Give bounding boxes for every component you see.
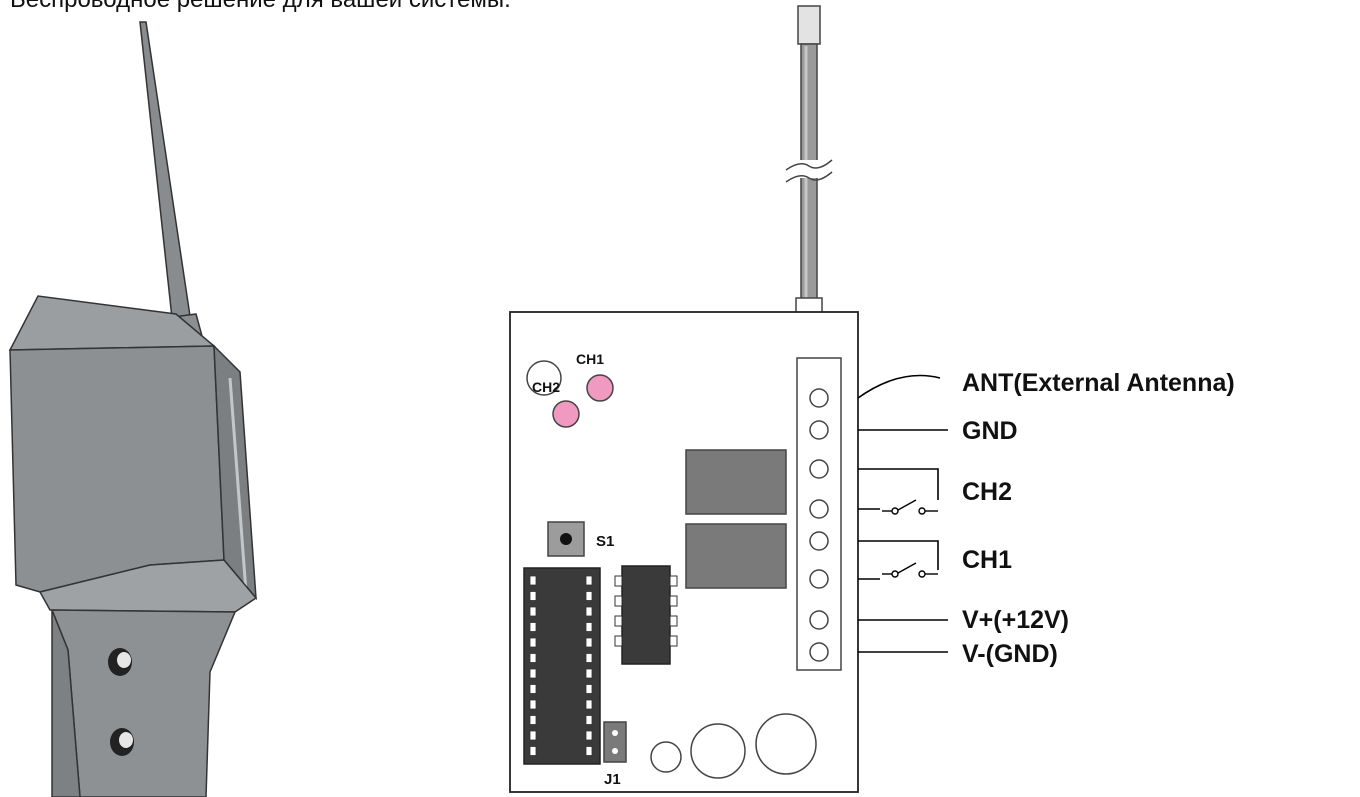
chip-pin (585, 730, 593, 741)
chip-pin (585, 606, 593, 617)
screw-hole-icon (110, 728, 134, 756)
casing-bottom-lip (38, 559, 258, 613)
chip-pin (529, 653, 537, 663)
terminal-screws (809, 388, 829, 662)
chip-pin (585, 622, 593, 632)
screw-hole-icon (108, 648, 132, 676)
terminal-screw (809, 388, 829, 408)
terminal-screw (809, 642, 829, 662)
terminal-screw (809, 499, 829, 519)
terminal-screw (809, 531, 829, 551)
label-s1: S1 (596, 533, 614, 550)
chip-pin (585, 575, 593, 586)
chip-pin (585, 699, 593, 710)
relay-ch2 (685, 449, 787, 515)
chip-pin (529, 684, 537, 694)
ic-8pin (614, 565, 678, 665)
led-ch1 (586, 374, 614, 402)
terminal-label-ant: ANT(External Antenna) (962, 369, 1235, 397)
switch-ch1-icon (880, 562, 940, 588)
chip-pin (585, 684, 593, 694)
circuit-board-diagram: CH1 CH2 S1 (509, 5, 1235, 793)
terminal-screw (809, 610, 829, 630)
capacitor-small (650, 741, 682, 773)
terminal-label-ch1: CH1 (962, 546, 1012, 574)
chip-pin (585, 637, 593, 648)
relay-ch1 (685, 523, 787, 589)
chip-pin (529, 715, 537, 725)
chip-pin (529, 668, 537, 679)
terminal-label-vminus: V-(GND) (962, 640, 1058, 668)
j1-jumper (603, 721, 627, 763)
receiver-module-illustration (8, 21, 258, 797)
chip-pin (529, 606, 537, 617)
s1-button (547, 521, 585, 557)
chip-pin (585, 668, 593, 679)
chip-pin (585, 591, 593, 601)
page-caption: Беспроводное решение для вашей системы. (10, 0, 511, 14)
terminal-label-gnd: GND (962, 417, 1018, 445)
chip-pin (529, 730, 537, 741)
terminal-screw (809, 569, 829, 589)
wire-antenna (780, 5, 836, 345)
chip-pin (529, 746, 537, 756)
module-antenna (139, 21, 191, 319)
switch-ch2-icon (880, 499, 940, 518)
chip-pin (529, 699, 537, 710)
capacitor-medium (690, 723, 746, 779)
terminal-label-vplus: V+(+12V) (962, 606, 1069, 634)
terminal-labels: ANT(External Antenna) GND CH2 CH1 V+(+12… (962, 369, 1235, 668)
chip-pin (585, 653, 593, 663)
chip-pin (585, 746, 593, 756)
terminal-screw (809, 420, 829, 440)
terminal-screw (809, 459, 829, 479)
terminal-wiring (857, 374, 948, 653)
chip-pin (529, 591, 537, 601)
led-ch2 (552, 400, 580, 428)
label-ch1: CH1 (576, 351, 604, 367)
chip-pin (529, 575, 537, 586)
casing-front (9, 345, 225, 593)
capacitor-large (755, 713, 817, 775)
mounting-bracket (50, 609, 237, 797)
chip-pin (585, 715, 593, 725)
buzzer-circle (526, 360, 562, 396)
microcontroller-chip (523, 567, 601, 765)
chip-pin (529, 622, 537, 632)
terminal-label-ch2: CH2 (962, 478, 1012, 506)
label-ch2: CH2 (532, 379, 560, 395)
label-j1: J1 (604, 771, 621, 788)
chip-pin (529, 637, 537, 648)
